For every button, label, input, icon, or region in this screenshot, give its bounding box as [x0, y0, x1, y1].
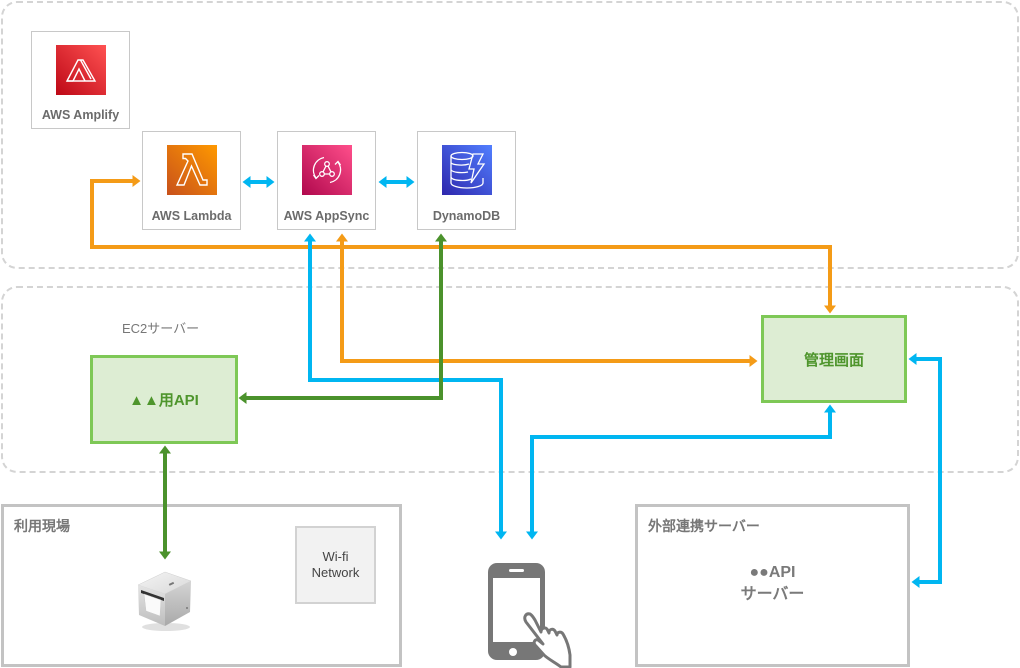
external-api-server[interactable]: ●●API サーバー — [635, 562, 910, 606]
receipt-printer-icon[interactable] — [133, 568, 195, 632]
external-api-server-line2: サーバー — [740, 586, 805, 603]
api-box[interactable]: ▲▲用API — [90, 355, 238, 444]
aws-lambda-label: AWS Lambda — [151, 209, 232, 223]
external-api-server-line1: ●●API — [749, 564, 796, 581]
aws-appsync-icon — [301, 145, 352, 195]
dynamodb-label: DynamoDB — [432, 209, 501, 223]
aws-amplify-icon — [55, 45, 106, 95]
admin-screen-label: 管理画面 — [803, 351, 864, 369]
external-server-zone-title: 外部連携サーバー — [648, 518, 760, 534]
aws-amplify-label: AWS Amplify — [41, 108, 120, 122]
wifi-label-line1: Wi-fi — [322, 549, 349, 564]
wifi-network-box[interactable]: Wi-fi Network — [295, 526, 376, 604]
aws-lambda-icon — [166, 145, 217, 195]
dynamodb-icon — [441, 145, 492, 195]
aws-amplify-node[interactable]: AWS Amplify — [31, 31, 130, 129]
dynamodb-node[interactable]: DynamoDB — [417, 131, 516, 230]
admin-screen-box[interactable]: 管理画面 — [761, 315, 907, 403]
api-box-label: ▲▲用API — [129, 392, 199, 409]
wifi-label-line2: Network — [311, 565, 360, 580]
ec2-server-label: EC2サーバー — [122, 321, 200, 336]
aws-appsync-label: AWS AppSync — [283, 209, 370, 223]
aws-appsync-node[interactable]: AWS AppSync — [277, 131, 376, 230]
aws-lambda-node[interactable]: AWS Lambda — [142, 131, 241, 230]
smartphone-touch-icon[interactable] — [486, 561, 576, 668]
site-zone-title: 利用現場 — [14, 518, 70, 534]
